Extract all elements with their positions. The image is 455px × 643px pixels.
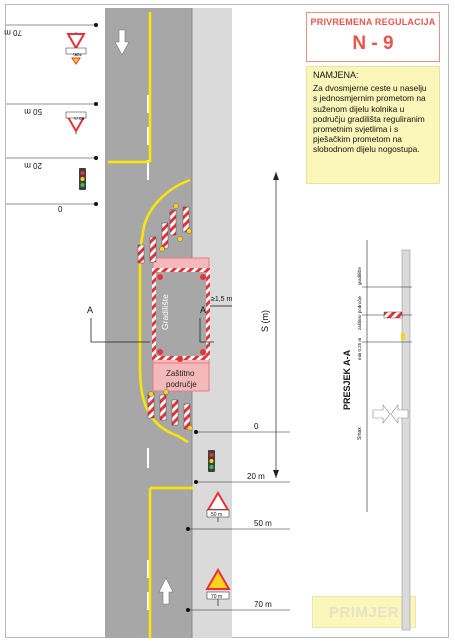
dist-top-0: 0: [58, 205, 63, 214]
section-label-zastitno: zaštitno područje: [357, 295, 362, 330]
dist-top-70: 70 m: [4, 28, 22, 37]
top-leader-dots: [94, 23, 98, 206]
warning-lights: [157, 274, 206, 362]
yellow-markings: [108, 12, 194, 638]
dist-bottom-50: 50 m: [254, 519, 272, 528]
protection-label-2: područje: [166, 380, 197, 389]
clearance-label: ≥1,5 m: [211, 296, 233, 303]
arrow-up-icon: [158, 577, 174, 605]
purpose-heading: NAMJENA:: [313, 70, 359, 80]
scheme-code: N - 9: [352, 33, 394, 54]
example-stamp: PRIMJER: [312, 596, 416, 628]
section-marker-right: A: [200, 305, 206, 315]
section-marker-left: A: [87, 305, 93, 315]
section-title: PRESJEK A-A: [342, 349, 352, 410]
distance-s-arrow-bottom: [273, 470, 279, 478]
cross-section: [362, 240, 412, 631]
top-signs: [65, 32, 87, 190]
sign-bottom-70: 70 m: [211, 594, 222, 600]
section-label-min: min 0,25 m: [357, 337, 362, 360]
sign-top-70: 70m: [73, 52, 82, 57]
section-label-smax: Smax: [357, 427, 363, 440]
purpose-text: Za dvosmjerne ceste u naselju s jednosmj…: [313, 83, 427, 155]
title-block: PRIVREMENA REGULACIJA N - 9: [306, 12, 440, 62]
top-leaders: [6, 24, 96, 205]
bottom-leaders: [188, 431, 290, 611]
bottom-signs: [205, 450, 231, 606]
dist-bottom-70: 70 m: [254, 600, 272, 609]
bottom-leader-dots: [186, 430, 198, 612]
delineator-posts: [137, 206, 191, 430]
dist-bottom-20: 20 m: [247, 472, 265, 481]
construction-fence: [152, 268, 210, 360]
dist-top-50: 50 m: [24, 107, 42, 116]
regulation-title: PRIVREMENA REGULACIJA: [310, 17, 436, 27]
sign-bottom-50: 50 m: [211, 512, 222, 518]
distance-s-arrow-top: [273, 172, 279, 180]
protection-zone: [152, 362, 210, 392]
distance-s-label: S (m): [260, 310, 270, 332]
construction-label: Gradilište: [160, 294, 170, 330]
arrow-down-icon: [114, 29, 130, 56]
dist-top-20: 20 m: [24, 161, 42, 170]
barrier-lamps: [148, 203, 193, 431]
protection-label-1: Zaštitno: [166, 369, 195, 378]
sign-top-50: 50 m: [74, 116, 84, 121]
dist-bottom-0: 0: [254, 422, 259, 431]
section-label-gradiliste: gradilište: [357, 266, 362, 285]
section-line: [90, 318, 214, 343]
purpose-box: NAMJENA: Za dvosmjerne ceste u naselju s…: [306, 66, 440, 184]
